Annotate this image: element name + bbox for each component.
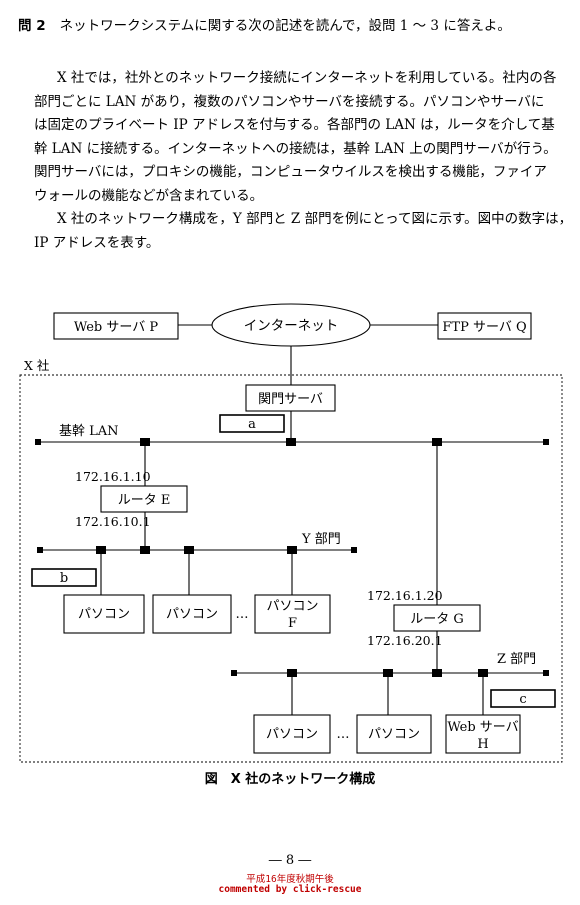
gateway-server-label: 関門サーバ — [258, 392, 323, 407]
company-boundary — [19, 374, 563, 763]
dept-y-label: Y 部門 — [301, 532, 341, 547]
company-label: X 社 — [24, 358, 49, 373]
ftp-server-q-box — [437, 312, 532, 340]
pc-f-label-line1: パソコン — [266, 599, 318, 614]
router-e-box — [100, 485, 188, 513]
z-pc-2-box — [356, 714, 432, 754]
gateway-server-box — [245, 384, 336, 412]
blank-a-label: a — [248, 417, 256, 432]
router-e-ip-lower: 172.16.10.1 — [75, 514, 151, 529]
dept-z-label: Z 部門 — [497, 652, 536, 667]
footer-credit: commented by click-rescue — [218, 884, 362, 895]
y-pc-1-label: パソコン — [78, 607, 130, 622]
z-pc-2-label: パソコン — [368, 727, 420, 742]
page-number: ― 8 ― — [268, 853, 312, 868]
y-ellipsis: … — [236, 607, 249, 622]
internet-label: インターネット — [244, 318, 339, 334]
question-heading: 問 2 ネットワークシステムに関する次の記述を読んで，設問 1 ～ 3 に答えよ。 — [18, 14, 511, 34]
blank-b-label: b — [60, 571, 68, 586]
z-ellipsis: … — [337, 727, 350, 742]
router-g-ip-lower: 172.16.20.1 — [367, 633, 443, 648]
blank-c-box — [490, 689, 556, 708]
web-server-p-label: Web サーバ P — [74, 320, 158, 335]
web-server-h-box — [445, 714, 521, 754]
body-line-3: は固定のプライベート IP アドレスを付与する。各部門の LAN は，ルータを介… — [34, 117, 555, 133]
body-line-6: ウォールの機能などが含まれている。 — [34, 187, 264, 204]
backbone-lan-label: 基幹 LAN — [59, 423, 119, 439]
web-server-p-box — [53, 312, 179, 340]
blank-c-label: c — [519, 692, 526, 707]
figure-caption: 図 X 社のネットワーク構成 — [204, 772, 376, 787]
z-pc-1-label: パソコン — [266, 727, 318, 742]
pc-f-label-line2: F — [288, 616, 297, 631]
internet-cloud — [211, 303, 371, 347]
router-e-label: ルータ E — [118, 493, 171, 508]
z-pc-1-box — [253, 714, 331, 754]
question-text: ネットワークシステムに関する次の記述を読んで，設問 1 ～ 3 に答えよ。 — [59, 18, 511, 34]
web-server-h-label-line1: Web サーバ — [447, 720, 518, 735]
body-line-7: X 社のネットワーク構成を，Y 部門と Z 部門を例にとって図に示す。図中の数字… — [57, 211, 573, 227]
router-g-ip-upper: 172.16.1.20 — [367, 588, 443, 603]
router-g-box — [393, 604, 481, 632]
router-e-ip-upper: 172.16.1.10 — [75, 469, 151, 484]
body-line-8: IP アドレスを表す。 — [34, 234, 160, 251]
blank-a-box — [219, 414, 285, 433]
router-g-label: ルータ G — [410, 612, 464, 627]
web-server-h-label-line2: H — [477, 737, 488, 752]
body-line-1: X 社では，社外とのネットワーク接続にインターネットを利用している。社内の各 — [57, 70, 557, 86]
body-line-4: 幹 LAN に接続する。インターネットへの接続は，基幹 LAN 上の関門サーバが… — [34, 140, 557, 157]
footer-exam-session: 平成16年度秋期午後 — [246, 874, 334, 885]
pc-f-box — [254, 594, 331, 634]
blank-b-box — [31, 568, 97, 587]
question-number: 問 2 — [18, 18, 46, 34]
y-pc-2-box — [152, 594, 232, 634]
y-pc-1-box — [63, 594, 145, 634]
body-line-2: 部門ごとに LAN があり，複数のパソコンやサーバを接続する。パソコンやサーバに — [34, 93, 545, 110]
ftp-server-q-label: FTP サーバ Q — [442, 320, 526, 335]
body-line-5: 関門サーバには，プロキシの機能，コンピュータウイルスを検出する機能，ファイア — [34, 164, 547, 180]
y-pc-2-label: パソコン — [166, 607, 218, 622]
